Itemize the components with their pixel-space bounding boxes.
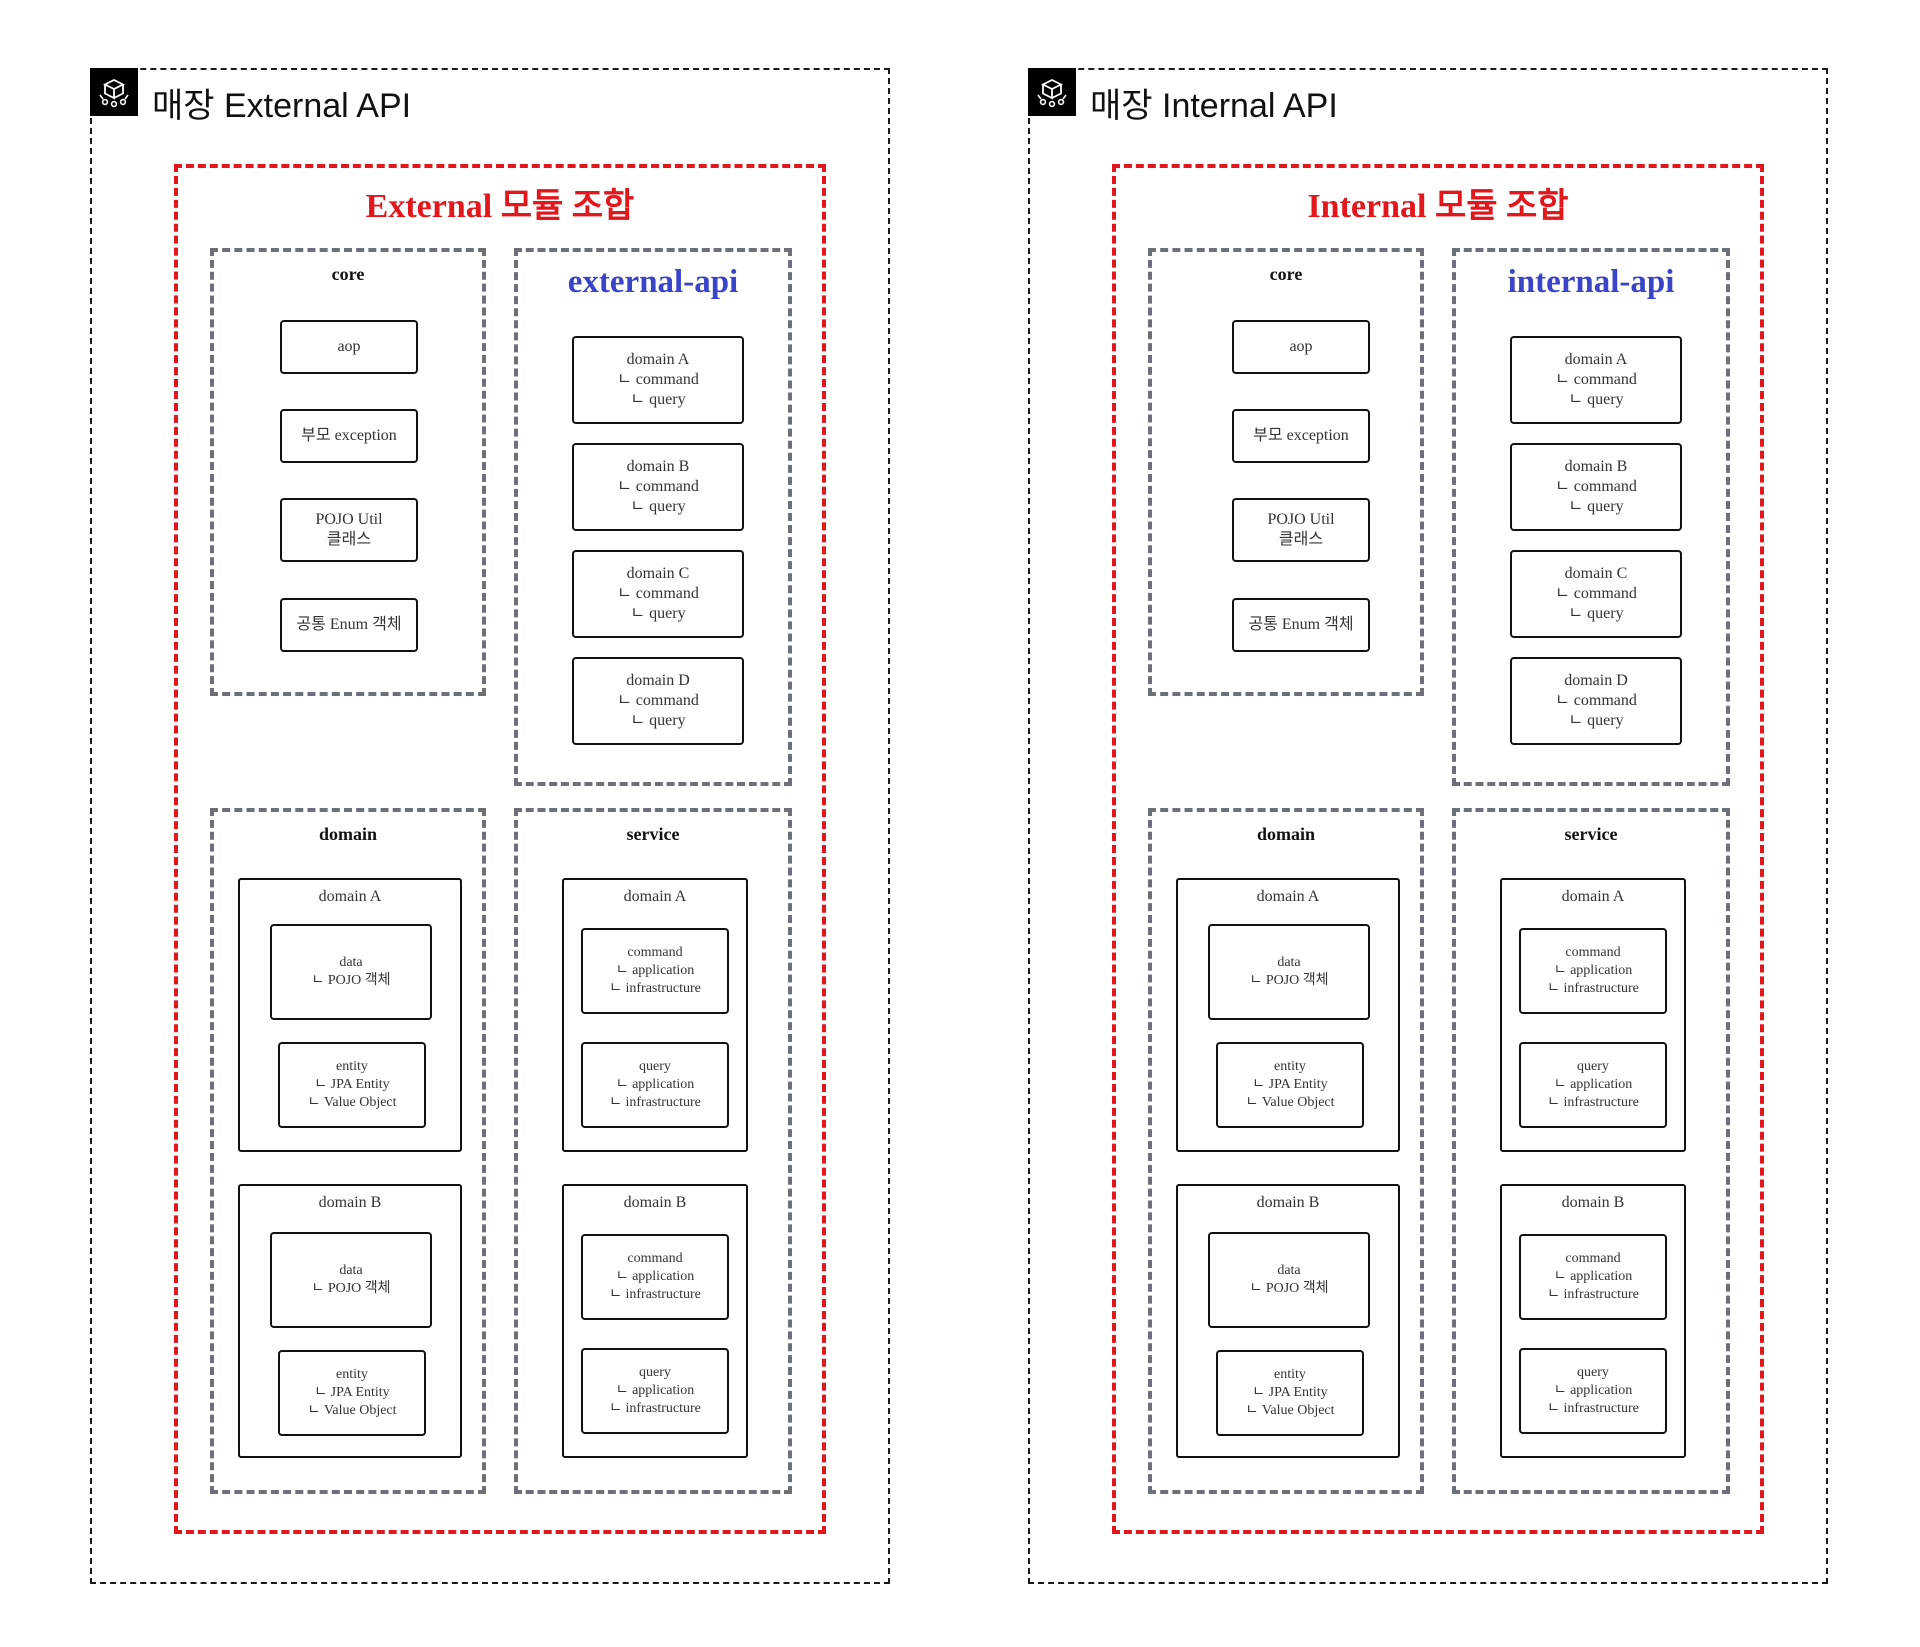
service-b-command: command ㄴ application ㄴ infrastructure bbox=[1519, 1234, 1667, 1320]
domain-b-data: data ㄴ POJO 객체 bbox=[1208, 1232, 1370, 1328]
service-a-command: command ㄴ application ㄴ infrastructure bbox=[1519, 928, 1667, 1014]
domain-group-a: domain A data ㄴ POJO 객체 entity ㄴ JPA Ent… bbox=[238, 878, 462, 1152]
domain-group-a: domain A data ㄴ POJO 객체 entity ㄴ JPA Ent… bbox=[1176, 878, 1400, 1152]
core-item-aop: aop bbox=[280, 320, 418, 374]
service-a-command: command ㄴ application ㄴ infrastructure bbox=[581, 928, 729, 1014]
service-title: service bbox=[626, 824, 680, 844]
domain-a-entity: entity ㄴ JPA Entity ㄴ Value Object bbox=[278, 1042, 426, 1128]
api-domain-d: domain D ㄴ command ㄴ query bbox=[1510, 657, 1682, 745]
api-module-title: internal-api bbox=[1507, 264, 1675, 300]
domain-group-b: domain B data ㄴ POJO 객체 entity ㄴ JPA Ent… bbox=[238, 1184, 462, 1458]
core-item-exception: 부모 exception bbox=[1232, 409, 1370, 463]
service-b-command: command ㄴ application ㄴ infrastructure bbox=[581, 1234, 729, 1320]
domain-title: domain bbox=[1256, 824, 1316, 844]
service-group-a: domain A command ㄴ application ㄴ infrast… bbox=[562, 878, 748, 1152]
domain-a-data: data ㄴ POJO 객체 bbox=[270, 924, 432, 1020]
api-domain-a: domain A ㄴ command ㄴ query bbox=[1510, 336, 1682, 424]
service-group-b: domain B command ㄴ application ㄴ infrast… bbox=[562, 1184, 748, 1458]
service-a-query: query ㄴ application ㄴ infrastructure bbox=[1519, 1042, 1667, 1128]
core-title: core bbox=[1269, 264, 1303, 284]
core-item-pojo-util: POJO Util 클래스 bbox=[1232, 498, 1370, 562]
external-api-container: 매장 External API External 모듈 조합 core aop … bbox=[90, 68, 890, 1584]
service-group-b: domain B command ㄴ application ㄴ infrast… bbox=[1500, 1184, 1686, 1458]
service-b-query: query ㄴ application ㄴ infrastructure bbox=[581, 1348, 729, 1434]
domain-b-entity: entity ㄴ JPA Entity ㄴ Value Object bbox=[1216, 1350, 1364, 1436]
service-title: service bbox=[1564, 824, 1618, 844]
module-combination: External 모듈 조합 core aop 부모 exception POJ… bbox=[174, 164, 826, 1534]
api-gateway-icon bbox=[1028, 68, 1076, 116]
domain-title: domain bbox=[318, 824, 378, 844]
core-module: core aop 부모 exception POJO Util 클래스 공통 E… bbox=[1148, 248, 1424, 696]
api-module-title: external-api bbox=[567, 264, 739, 300]
core-item-aop: aop bbox=[1232, 320, 1370, 374]
service-group-a: domain A command ㄴ application ㄴ infrast… bbox=[1500, 878, 1686, 1152]
combo-title: Internal 모듈 조합 bbox=[1307, 188, 1569, 225]
core-item-pojo-util: POJO Util 클래스 bbox=[280, 498, 418, 562]
service-module: service domain A command ㄴ application ㄴ… bbox=[1452, 808, 1730, 1494]
service-a-query: query ㄴ application ㄴ infrastructure bbox=[581, 1042, 729, 1128]
core-item-exception: 부모 exception bbox=[280, 409, 418, 463]
module-combination: Internal 모듈 조합 core aop 부모 exception POJ… bbox=[1112, 164, 1764, 1534]
api-domain-c: domain C ㄴ command ㄴ query bbox=[572, 550, 744, 638]
combo-title: External 모듈 조합 bbox=[365, 188, 635, 225]
domain-a-data: data ㄴ POJO 객체 bbox=[1208, 924, 1370, 1020]
service-b-query: query ㄴ application ㄴ infrastructure bbox=[1519, 1348, 1667, 1434]
api-domain-d: domain D ㄴ command ㄴ query bbox=[572, 657, 744, 745]
api-gateway-icon bbox=[90, 68, 138, 116]
service-module: service domain A command ㄴ application ㄴ… bbox=[514, 808, 792, 1494]
domain-b-data: data ㄴ POJO 객체 bbox=[270, 1232, 432, 1328]
internal-api-container: 매장 Internal API Internal 모듈 조합 core aop … bbox=[1028, 68, 1828, 1584]
domain-module: domain domain A data ㄴ POJO 객체 entity ㄴ … bbox=[1148, 808, 1424, 1494]
domain-group-b: domain B data ㄴ POJO 객체 entity ㄴ JPA Ent… bbox=[1176, 1184, 1400, 1458]
core-title: core bbox=[331, 264, 365, 284]
internal-api-module: internal-api domain A ㄴ command ㄴ query … bbox=[1452, 248, 1730, 786]
api-title: 매장 External API bbox=[152, 87, 412, 125]
api-title: 매장 Internal API bbox=[1090, 87, 1338, 125]
external-api-module: external-api domain A ㄴ command ㄴ query … bbox=[514, 248, 792, 786]
api-domain-c: domain C ㄴ command ㄴ query bbox=[1510, 550, 1682, 638]
core-item-enum: 공통 Enum 객체 bbox=[1232, 598, 1370, 652]
core-item-enum: 공통 Enum 객체 bbox=[280, 598, 418, 652]
domain-a-entity: entity ㄴ JPA Entity ㄴ Value Object bbox=[1216, 1042, 1364, 1128]
domain-module: domain domain A data ㄴ POJO 객체 entity ㄴ … bbox=[210, 808, 486, 1494]
core-module: core aop 부모 exception POJO Util 클래스 공통 E… bbox=[210, 248, 486, 696]
domain-b-entity: entity ㄴ JPA Entity ㄴ Value Object bbox=[278, 1350, 426, 1436]
api-domain-b: domain B ㄴ command ㄴ query bbox=[1510, 443, 1682, 531]
api-domain-a: domain A ㄴ command ㄴ query bbox=[572, 336, 744, 424]
api-domain-b: domain B ㄴ command ㄴ query bbox=[572, 443, 744, 531]
